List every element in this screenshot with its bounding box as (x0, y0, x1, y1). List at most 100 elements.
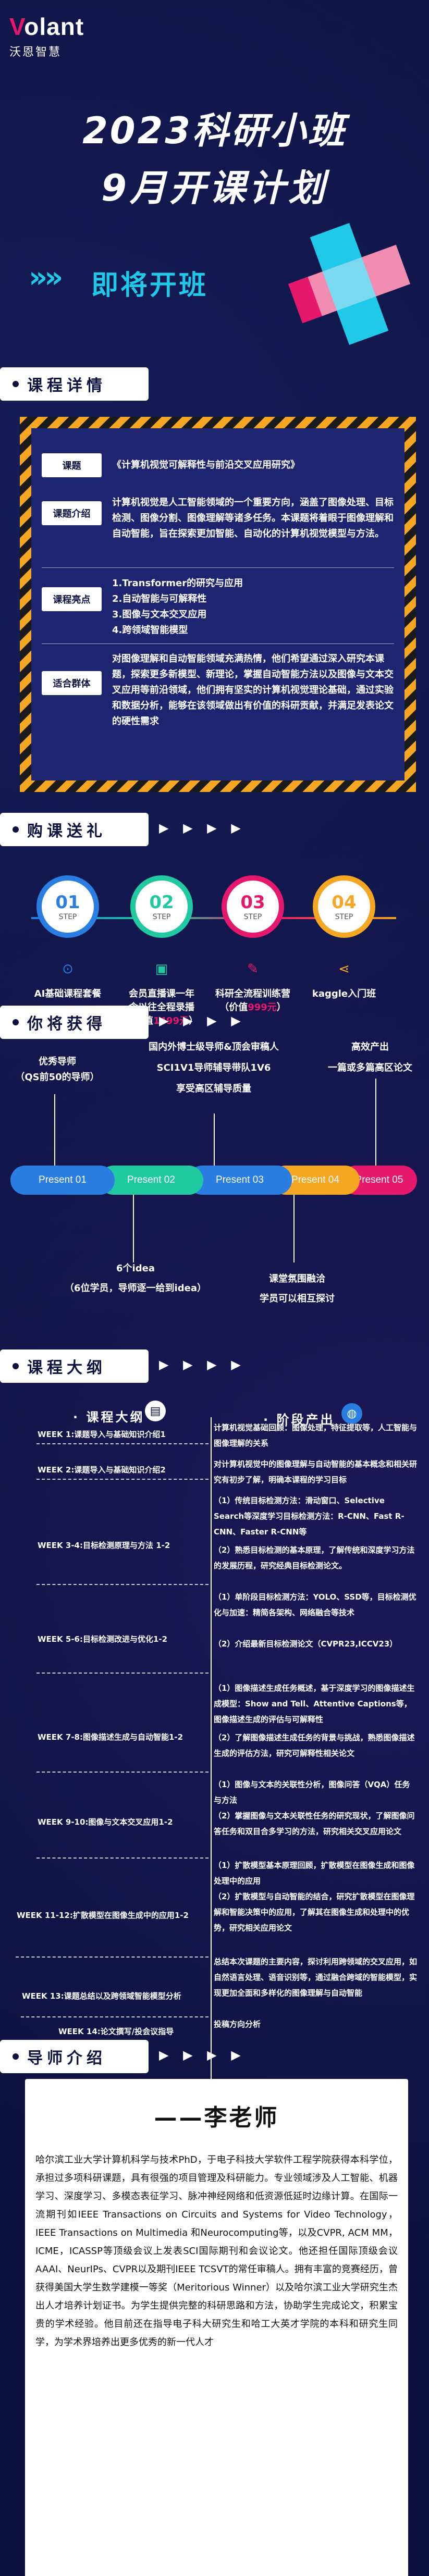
week-item: WEEK 1:课题导入与基础知识介绍1 (38, 1430, 166, 1439)
price-suffix: ） (189, 1015, 199, 1026)
section-title: 课程大纲 (27, 1359, 106, 1377)
price-value: 999元 (248, 1002, 277, 1013)
detail-label: 课题介绍 (42, 501, 102, 525)
section-header-details: 课程详情 (0, 367, 149, 401)
book-icon: ▤ (145, 1401, 166, 1421)
output-item: 投稿方向分析 (214, 2020, 261, 2029)
gift-4: kaggle入门班 (297, 987, 391, 1001)
dash-line (36, 1479, 209, 1480)
bullet-dot-icon (13, 381, 19, 387)
divider (42, 643, 394, 644)
arrow-decoration-icon: ▶ ▶ ▶ ▶ (159, 821, 246, 835)
price-suffix: ） (276, 1002, 286, 1013)
price-prefix: （价值 (219, 1002, 248, 1013)
week-item: WEEK 13:课题总结以及跨领域智能模型分析 (22, 1991, 181, 2001)
heading-text: 阶段产出 (276, 1413, 335, 1427)
output-item: （1）图像描述生成任务概述，基于深度学习的图像描述生成模型：Show and T… (214, 1683, 415, 1724)
gift-line1: 会员直播课一年 (129, 988, 194, 999)
section-title: 你将获得 (27, 1015, 106, 1033)
output-item: 对计算机视觉中的图像理解与自动智能的基本概念和相关研究有初步了解，明确本课程的学… (214, 1459, 418, 1484)
gift-line1: kaggle入门班 (312, 988, 376, 999)
detail-row-highlights: 课程亮点 1.Transformer的研究与应用 2.自动智能与可解释性 3.图… (42, 576, 394, 638)
bullet-dot-icon (13, 1019, 19, 1025)
pencil-icon: ✎ (247, 961, 259, 977)
output-item: （1）单阶段目标检测方法：YOLO、SSD等，目标检测优化与加速：精简各架构、网… (214, 1592, 416, 1617)
gain-line: SCI1V1导师辅导带队1V6 (156, 1062, 271, 1073)
detail-text: 计算机视觉是人工智能领域的一个重要方向，涵盖了图像处理、目标检测、图像分割、图像… (112, 497, 394, 539)
step-label: STEP (335, 913, 353, 921)
divider (42, 567, 394, 568)
output-item: 计算机视觉基础回顾：图像处理，特征提取等，人工智能与图像理解的关系 (214, 1423, 418, 1448)
gain-line: 享受高区辅导质量 (176, 1083, 251, 1094)
course-details-panel: 课题 《计算机视觉可解释性与前沿交叉应用研究》 课题介绍 计算机视觉是人工智能领… (20, 417, 416, 792)
detail-text: 1.Transformer的研究与应用 2.自动智能与可解释性 3.图像与文本交… (112, 578, 243, 636)
gain-line: 优秀导师 (39, 1056, 76, 1067)
target-icon: ⊙ (62, 961, 73, 977)
arrow-decoration-icon: ▶ ▶ ▶ ▶ (159, 2048, 246, 2062)
detail-text: 《计算机视觉可解释性与前沿交叉应用研究》 (112, 460, 300, 470)
gain-line: 高效产出 (351, 1042, 389, 1052)
step-number: 02 (149, 892, 174, 913)
dash-line (36, 1584, 209, 1585)
syllabus-left-heading: · 课程大纲 (73, 1410, 145, 1425)
output-item: （2）熟悉目标检测的基本原理，了解传统和深度学习方法的发展历程，研究经典目标检测… (214, 1545, 415, 1570)
dash-line (36, 1673, 209, 1674)
gain-line: （6位学员，导师逐一给到idea） (65, 1283, 206, 1294)
output-item: （2）扩散模型与自动智能的结合，研究扩散模型在图像理解和智能决策中的应用，了解其… (214, 1892, 415, 1933)
hero-title-line2: 9月开课计划 (101, 167, 328, 209)
logo-subtitle: 沃恩智慧 (9, 46, 62, 59)
gain-guidance: 国内外博士级导师&顶会审稿人 SCI1V1导师辅导带队1V6 享受高区辅导质量 (130, 1039, 297, 1097)
steps-connector (31, 917, 396, 919)
bullet-dot-icon (13, 1363, 19, 1369)
step-circle-1: 01 STEP (36, 875, 99, 938)
output-item: （1）图像与文本的关联性分析，图像问答（VQA）任务与方法 (214, 1780, 410, 1805)
mentor-bio: 哈尔滨工业大学计算机科学与技术PhD，于电子科技大学软件工程学院获得本科学位，承… (35, 2154, 398, 2348)
detail-row-audience: 适合群体 对图像理解和自动智能领域充满热情，他们希望通过深入研究本课题，探索更多… (42, 651, 394, 729)
dash-line (21, 2016, 209, 2017)
step-label: STEP (243, 913, 262, 921)
brand-logo: Volant 沃恩智慧 (9, 13, 114, 59)
detail-row-intro: 课题介绍 计算机视觉是人工智能领域的一个重要方向，涵盖了图像处理、目标检测、图像… (42, 495, 394, 542)
gain-line: 课堂氛围融洽 (269, 1273, 325, 1284)
output-item: （2）掌握图像与文本关联性任务的研究现状，了解图像问答任务和双目合多学习的方法，… (214, 1811, 415, 1836)
chevron-right-icon: »» (29, 261, 63, 294)
dash-line (16, 1956, 209, 1958)
video-icon: ▣ (155, 961, 168, 977)
bullet-dot-icon (13, 826, 19, 833)
gain-line: 6个idea (116, 1263, 155, 1274)
cross-decoration-icon (288, 222, 411, 345)
mentor-card: ——李老师 哈尔滨工业大学计算机科学与技术PhD，于电子科技大学软件工程学院获得… (25, 2079, 408, 2576)
detail-row-topic: 课题 《计算机视觉可解释性与前沿交叉应用研究》 (42, 453, 394, 477)
globe-icon: ◍ (341, 1403, 362, 1424)
step-number: 04 (332, 892, 357, 913)
dash-line (36, 1772, 209, 1773)
section-header-mentor: 导师介绍 (0, 2040, 149, 2073)
present-pill: Present 01 (10, 1166, 115, 1195)
detail-label: 适合群体 (42, 671, 102, 695)
step-number: 03 (240, 892, 265, 913)
step-circle-2: 02 STEP (130, 875, 193, 938)
arrow-decoration-icon: ▶ ▶ ▶ ▶ (159, 1013, 246, 1028)
step-label: STEP (152, 913, 171, 921)
week-item: WEEK 2:课题导入与基础知识介绍2 (38, 1465, 166, 1475)
gain-ideas: 6个idea （6位学员，导师逐一给到idea） (57, 1261, 214, 1296)
week-item: WEEK 9-10:图像与文本交叉应用1-2 (38, 1817, 173, 1827)
connector-line (293, 1195, 295, 1262)
section-title: 课程详情 (27, 377, 106, 395)
gain-line: 一篇或多篇高区论文 (328, 1062, 412, 1073)
step-label: STEP (58, 913, 77, 921)
gain-output: 高效产出 一篇或多篇高区论文 (318, 1039, 422, 1076)
connector-line (375, 1079, 376, 1166)
gift-3: 科研全流程训练营 （价值999元） (206, 987, 300, 1014)
gain-atmosphere: 课堂氛围融洽 学员可以相互探讨 (245, 1271, 349, 1307)
output-item: （1）扩散模型基本原理回顾，扩散模型在图像生成和图像处理中的应用 (214, 1861, 415, 1886)
week-item: WEEK 7-8:图像描述生成与自动智能1-2 (38, 1732, 183, 1742)
step-circle-4: 04 STEP (313, 875, 375, 938)
section-title: 导师介绍 (27, 2049, 106, 2067)
price-value: 1499元 (153, 1015, 189, 1026)
bullet-dot-icon (13, 2053, 19, 2060)
output-item: 总结本次课题的主要内容，探讨利用跨领域的交叉应用，如自然语言处理、语音识别等，通… (214, 1957, 418, 1998)
step-circle-3: 03 STEP (222, 875, 284, 938)
course-details-inner: 课题 《计算机视觉可解释性与前沿交叉应用研究》 课题介绍 计算机视觉是人工智能领… (31, 428, 405, 781)
gain-line: （QS前50的导师） (15, 1072, 100, 1083)
